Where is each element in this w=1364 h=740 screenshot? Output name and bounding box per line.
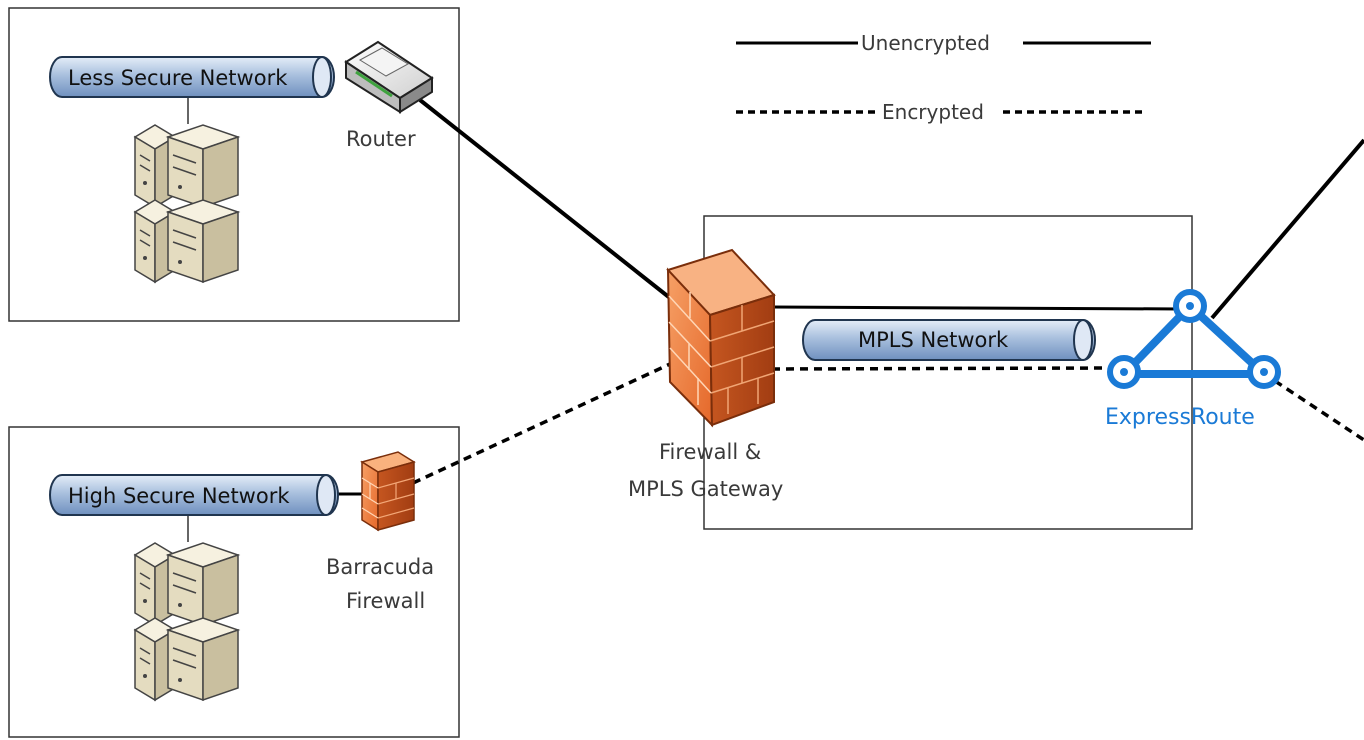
high-secure-zone-box bbox=[8, 426, 460, 738]
high-secure-servers-icon bbox=[133, 542, 241, 702]
expressroute-outbound-encrypted-link bbox=[1274, 379, 1364, 442]
less-secure-network-pipe: Less Secure Network bbox=[49, 56, 335, 98]
server-icon bbox=[165, 199, 241, 284]
barracuda-firewall-icon bbox=[360, 451, 416, 532]
less-secure-servers-icon bbox=[133, 124, 241, 284]
expressroute-label: ExpressRoute bbox=[1105, 405, 1255, 430]
server-icon bbox=[165, 617, 241, 702]
expressroute-icon bbox=[1107, 289, 1281, 389]
legend: Unencrypted Encrypted bbox=[736, 31, 1151, 124]
connections bbox=[187, 98, 1364, 542]
high-secure-network-pipe: High Secure Network bbox=[49, 474, 339, 516]
server-icon bbox=[165, 124, 241, 209]
gateway-firewall-icon bbox=[666, 248, 776, 428]
router-label: Router bbox=[346, 127, 416, 151]
gateway-to-expressroute-encrypted-link bbox=[771, 366, 1115, 371]
mpls-network-label: MPLS Network bbox=[858, 328, 1009, 352]
barracuda-label-line2: Firewall bbox=[346, 589, 425, 613]
high-secure-network-label: High Secure Network bbox=[68, 484, 290, 508]
legend-unencrypted-label: Unencrypted bbox=[861, 31, 990, 55]
router-to-gateway-link bbox=[418, 98, 672, 300]
barracuda-to-gateway-link bbox=[412, 362, 671, 485]
less-secure-zone-box bbox=[8, 7, 460, 322]
barracuda-label-line1: Barracuda bbox=[326, 555, 434, 579]
gateway-label-line2: MPLS Gateway bbox=[628, 477, 783, 501]
legend-encrypted-label: Encrypted bbox=[882, 100, 984, 124]
gateway-to-expressroute-link bbox=[771, 305, 1183, 311]
gateway-label-line1: Firewall & bbox=[659, 440, 761, 464]
router-icon bbox=[344, 40, 434, 114]
less-secure-network-label: Less Secure Network bbox=[68, 66, 288, 90]
server-icon bbox=[165, 542, 241, 627]
expressroute-outbound-unencrypted-link bbox=[1210, 138, 1364, 320]
mpls-network-pipe: MPLS Network bbox=[802, 319, 1096, 361]
